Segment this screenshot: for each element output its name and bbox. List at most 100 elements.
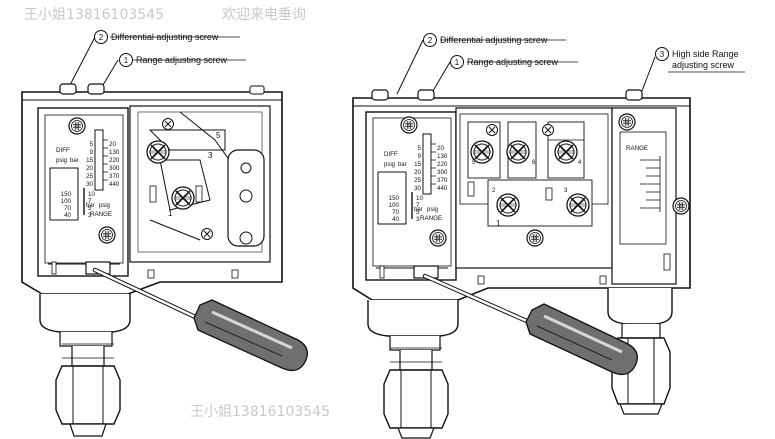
svg-text:130: 130 xyxy=(109,149,120,156)
svg-text:25: 25 xyxy=(414,177,421,184)
svg-text:10: 10 xyxy=(88,191,95,198)
svg-text:70: 70 xyxy=(392,209,399,216)
svg-text:1: 1 xyxy=(124,56,129,65)
right-callout-3: 3 High side Range adjusting screw xyxy=(655,47,741,70)
svg-text:370: 370 xyxy=(109,173,120,180)
svg-text:psig: psig xyxy=(56,158,67,164)
svg-text:440: 440 xyxy=(437,185,448,192)
svg-text:psig: psig xyxy=(427,207,438,213)
left-range-scale: 150 100 70 40 10 7 5 3 xyxy=(61,191,96,219)
svg-text:220: 220 xyxy=(109,157,120,164)
left-diff-label: DIFF xyxy=(56,147,70,154)
svg-text:2: 2 xyxy=(492,188,496,194)
svg-text:6: 6 xyxy=(532,160,536,166)
right-bottom-screw-icon xyxy=(526,229,544,247)
svg-text:5: 5 xyxy=(216,131,221,140)
right-range-scale: 150 100 70 40 10 7 5 3 xyxy=(389,195,424,223)
svg-text:100: 100 xyxy=(389,202,400,209)
left-range-mechanism-screw-icon xyxy=(171,186,195,210)
svg-text:bar: bar xyxy=(86,203,95,209)
svg-text:15: 15 xyxy=(86,157,93,164)
svg-text:220: 220 xyxy=(437,161,448,168)
svg-text:130: 130 xyxy=(437,153,448,160)
svg-text:3: 3 xyxy=(416,216,420,223)
left-range-label: RANGE xyxy=(90,211,112,218)
right-range-label: RANGE xyxy=(420,215,442,222)
right-callout-2-label: Differential adjusting screw xyxy=(440,35,548,45)
right-mech-screw-4-icon xyxy=(554,140,578,164)
svg-text:2: 2 xyxy=(99,33,104,42)
right-side-screw-icon xyxy=(672,197,690,215)
svg-text:9: 9 xyxy=(90,149,94,156)
left-diff-screw-icon xyxy=(68,117,86,135)
right-callout-2: 2 Differential adjusting screw xyxy=(423,33,548,47)
left-callout-2-label: Differential adjusting screw xyxy=(111,32,219,42)
right-mech-screw-2-icon xyxy=(496,193,520,217)
svg-text:bar: bar xyxy=(70,158,79,164)
svg-text:5: 5 xyxy=(472,160,476,166)
svg-text:2: 2 xyxy=(428,36,433,45)
svg-text:20: 20 xyxy=(414,169,421,176)
svg-text:25: 25 xyxy=(86,173,93,180)
watermark-top-left: 王小姐13816103545 xyxy=(24,7,164,23)
svg-text:5: 5 xyxy=(90,141,94,148)
left-callout-1-label: Range adjusting screw xyxy=(136,55,228,65)
left-callout-1: 1 Range adjusting screw xyxy=(119,53,228,67)
right-diff-scale: 5 9 15 20 25 30 20 130 220 300 370 440 xyxy=(414,145,448,192)
svg-text:5: 5 xyxy=(416,209,420,216)
right-small-screw-b-icon xyxy=(542,124,554,136)
svg-text:10: 10 xyxy=(416,195,423,202)
svg-text:9: 9 xyxy=(418,153,422,160)
svg-text:370: 370 xyxy=(437,177,448,184)
right-mech-screw-6-icon xyxy=(506,140,530,164)
right-small-screw-a-icon xyxy=(486,124,498,136)
svg-text:40: 40 xyxy=(392,216,399,223)
right-diff-label: DIFF xyxy=(384,151,398,158)
watermark-bottom: 王小姐13816103545 xyxy=(190,404,330,420)
svg-text:30: 30 xyxy=(86,181,93,188)
right-high-range-label: RANGE xyxy=(626,145,648,152)
left-screwdriver-icon xyxy=(92,267,308,372)
svg-text:3: 3 xyxy=(564,188,568,194)
svg-text:15: 15 xyxy=(414,161,421,168)
svg-text:1: 1 xyxy=(168,209,173,218)
svg-text:psig: psig xyxy=(384,162,395,168)
left-pressure-switch: 2 Differential adjusting screw 1 Range a… xyxy=(21,30,308,437)
svg-text:5: 5 xyxy=(88,205,92,212)
left-bottom-screw-icon xyxy=(201,228,213,240)
svg-text:300: 300 xyxy=(437,169,448,176)
right-screwdriver-icon xyxy=(422,273,638,376)
svg-text:4: 4 xyxy=(578,160,582,166)
svg-text:150: 150 xyxy=(389,195,400,202)
right-callout-3-label: High side Range adjusting screw xyxy=(672,49,741,70)
left-range-screw-icon xyxy=(98,226,116,244)
svg-text:3: 3 xyxy=(660,50,665,59)
right-pressure-switch: 2 Differential adjusting screw 1 Range a… xyxy=(352,33,745,439)
svg-text:5: 5 xyxy=(418,145,422,152)
svg-text:40: 40 xyxy=(64,212,71,219)
svg-text:20: 20 xyxy=(437,145,444,152)
svg-text:bar: bar xyxy=(414,207,423,213)
right-callout-1: 1 Range adjusting screw xyxy=(450,55,559,69)
left-callout-2: 2 Differential adjusting screw xyxy=(94,30,219,44)
svg-text:psig: psig xyxy=(99,203,110,209)
svg-text:100: 100 xyxy=(61,198,72,205)
right-diff-screw-icon xyxy=(400,116,418,134)
left-callout-2-leader xyxy=(69,36,96,86)
svg-text:3: 3 xyxy=(88,212,92,219)
left-small-screw-icon xyxy=(162,118,174,130)
svg-text:7: 7 xyxy=(88,198,92,205)
svg-text:1: 1 xyxy=(496,219,501,228)
svg-text:7: 7 xyxy=(416,202,420,209)
right-range-screw-icon xyxy=(429,229,447,247)
svg-text:440: 440 xyxy=(109,181,120,188)
svg-text:bar: bar xyxy=(398,162,407,168)
svg-text:3: 3 xyxy=(208,151,213,160)
svg-text:20: 20 xyxy=(109,141,116,148)
right-mech-screw-3-icon xyxy=(566,193,590,217)
svg-text:20: 20 xyxy=(86,165,93,172)
svg-text:1: 1 xyxy=(455,58,460,67)
left-diff-scale: 5 9 15 20 25 30 20 130 220 300 370 440 xyxy=(86,141,120,188)
